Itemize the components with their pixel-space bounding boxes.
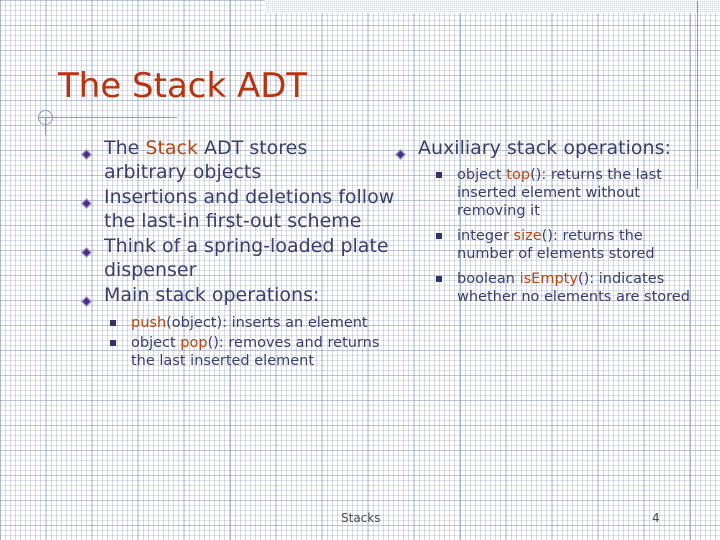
keyword: top [506, 167, 531, 183]
list-item-text-before: boolean [457, 271, 520, 287]
list-item: boolean isEmpty(): indicates whether no … [430, 270, 692, 306]
keyword: Stack [145, 137, 198, 159]
list-item-text-after: (): returns the number of elements store… [457, 228, 655, 262]
page-title: The Stack ADT [58, 66, 308, 106]
diamond-bullet-icon [81, 142, 92, 160]
list-item: The Stack ADT stores arbitrary objects [78, 136, 396, 184]
list-item-text-after: (): removes and returns the last inserte… [131, 335, 380, 369]
list-item: object pop(): removes and returns the la… [104, 334, 396, 370]
left-content-column: The Stack ADT stores arbitrary objects I… [78, 136, 396, 372]
square-bullet-icon [436, 233, 442, 239]
square-bullet-icon [436, 172, 442, 178]
square-bullet-icon [110, 340, 116, 346]
top-decorative-band [265, 0, 720, 13]
right-content-column: Auxiliary stack operations: object top()… [392, 136, 692, 313]
list-item-text-after: (): returns the last inserted element wi… [457, 167, 662, 219]
list-item-text-before: integer [457, 228, 514, 244]
list-item-text-before: The [104, 137, 146, 159]
square-bullet-icon [436, 276, 442, 282]
title-underline [38, 117, 177, 118]
stem-decoration-icon [45, 117, 46, 135]
list-item-text-before: object [131, 335, 181, 351]
list-item-text: Auxiliary stack operations: [418, 137, 671, 159]
left-bullet-list: The Stack ADT stores arbitrary objects I… [78, 136, 396, 307]
list-item: push(object): inserts an element [104, 314, 396, 332]
list-item-text-before: object [457, 167, 507, 183]
list-item: Auxiliary stack operations: [392, 136, 692, 160]
square-bullet-icon [110, 320, 116, 326]
diamond-bullet-icon [81, 240, 92, 258]
list-item: integer size(): returns the number of el… [430, 227, 692, 263]
right-vertical-rule [697, 1, 698, 189]
keyword: size [513, 228, 542, 244]
right-bullet-list: Auxiliary stack operations: [392, 136, 692, 160]
slide-page-number: 4 [652, 511, 660, 525]
list-item: Think of a spring-loaded plate dispenser [78, 234, 396, 282]
diamond-bullet-icon [81, 289, 92, 307]
right-sub-bullet-list: object top(): returns the last inserted … [430, 166, 692, 306]
keyword: push [131, 315, 167, 331]
list-item-text: Main stack operations: [104, 284, 320, 306]
list-item: Main stack operations: [78, 283, 396, 307]
list-item-text: Insertions and deletions follow the last… [104, 186, 395, 232]
diamond-bullet-icon [395, 142, 406, 160]
footer-label: Stacks [341, 511, 381, 525]
list-item-text-after: (): indicates whether no elements are st… [457, 271, 690, 305]
list-item-text-after: (object): inserts an element [166, 315, 368, 331]
keyword: pop [180, 335, 208, 351]
list-item: Insertions and deletions follow the last… [78, 185, 396, 233]
keyword: isEmpty [519, 271, 578, 287]
list-item-text: Think of a spring-loaded plate dispenser [104, 235, 389, 281]
list-item: object top(): returns the last inserted … [430, 166, 692, 220]
list-item-text-after: ADT stores arbitrary objects [104, 137, 308, 183]
diamond-bullet-icon [81, 191, 92, 209]
left-sub-bullet-list: push(object): inserts an element object … [104, 314, 396, 370]
